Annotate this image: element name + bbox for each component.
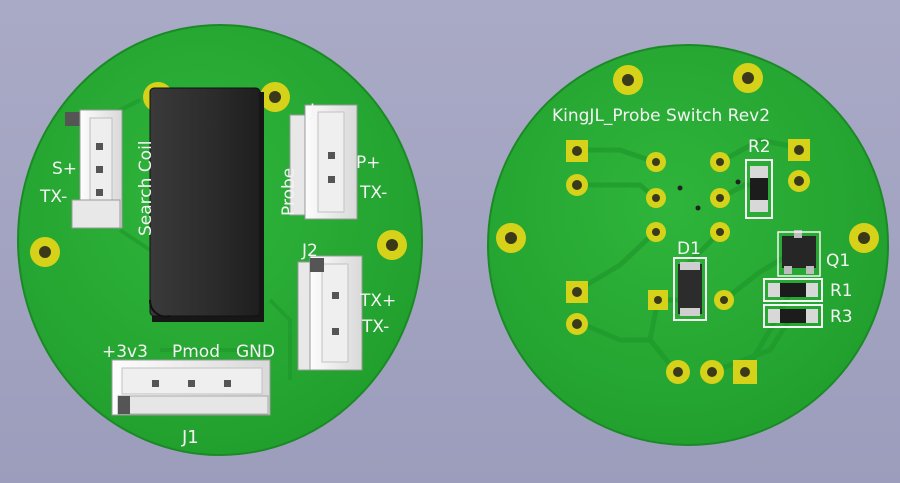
j1-vcc-label: +3v3 — [102, 342, 148, 362]
j2-connector — [297, 255, 363, 371]
j1-pmod-label: Pmod — [172, 342, 220, 362]
j2-tx-plus-label: TX+ — [359, 291, 396, 311]
r2-ref-label: R2 — [748, 137, 771, 157]
r2-resistor — [745, 159, 773, 219]
right-mounting-hole-top-right — [733, 63, 763, 93]
r1-resistor — [763, 278, 823, 302]
right-mounting-hole-top-left — [613, 65, 643, 95]
dip-ic-pads — [646, 152, 741, 242]
q1-transistor — [777, 230, 821, 277]
pad-left-2 — [566, 174, 588, 196]
right-board-title: KingJL_Probe Switch Rev2 — [552, 106, 770, 126]
left-mounting-hole-right — [377, 230, 407, 260]
left-mounting-hole-top-right — [260, 82, 290, 112]
pad-left-1 — [566, 140, 588, 162]
bottom-header-pads — [666, 360, 757, 384]
probe-connector — [289, 104, 358, 220]
right-mounting-hole-left — [496, 223, 526, 253]
probe-tx-minus-label: TX- — [359, 183, 387, 203]
search-coil-label: Search Coil — [136, 140, 156, 236]
search-coil-tx-minus-label: TX- — [39, 187, 67, 207]
right-mounting-hole-right — [849, 223, 879, 253]
probe-p-plus-label: P+ — [356, 153, 381, 173]
j2-tx-minus-label: TX- — [361, 317, 389, 337]
pad-left-4 — [566, 313, 588, 335]
r3-ref-label: R3 — [830, 307, 853, 327]
search-coil-connector — [65, 109, 123, 229]
left-mounting-hole-left — [30, 237, 60, 267]
j1-ref-label: J1 — [181, 427, 199, 448]
d1-diode — [673, 257, 707, 321]
q1-ref-label: Q1 — [826, 251, 850, 271]
probe-label: Probe — [279, 168, 299, 216]
j2-ref-label: J2 — [301, 241, 318, 261]
pad-left-3 — [566, 281, 588, 303]
r2-pads — [788, 139, 810, 192]
right-pcb-board: KingJL_Probe Switch Rev2 R2 D1 Q1 R1 R3 — [487, 44, 889, 446]
left-pcb-board: S+ TX- Search Coil Probe J P+ TX- J2 TX+… — [17, 24, 423, 456]
r1-ref-label: R1 — [830, 281, 853, 301]
r3-resistor — [763, 304, 823, 328]
d1-pads — [648, 290, 734, 310]
d1-ref-label: D1 — [677, 239, 701, 259]
probe-ref-label: J — [309, 101, 315, 121]
j1-gnd-label: GND — [236, 342, 275, 362]
j1-pmod-connector — [111, 359, 271, 416]
search-coil-s-plus-label: S+ — [52, 159, 77, 179]
main-ic-chip — [148, 87, 264, 322]
